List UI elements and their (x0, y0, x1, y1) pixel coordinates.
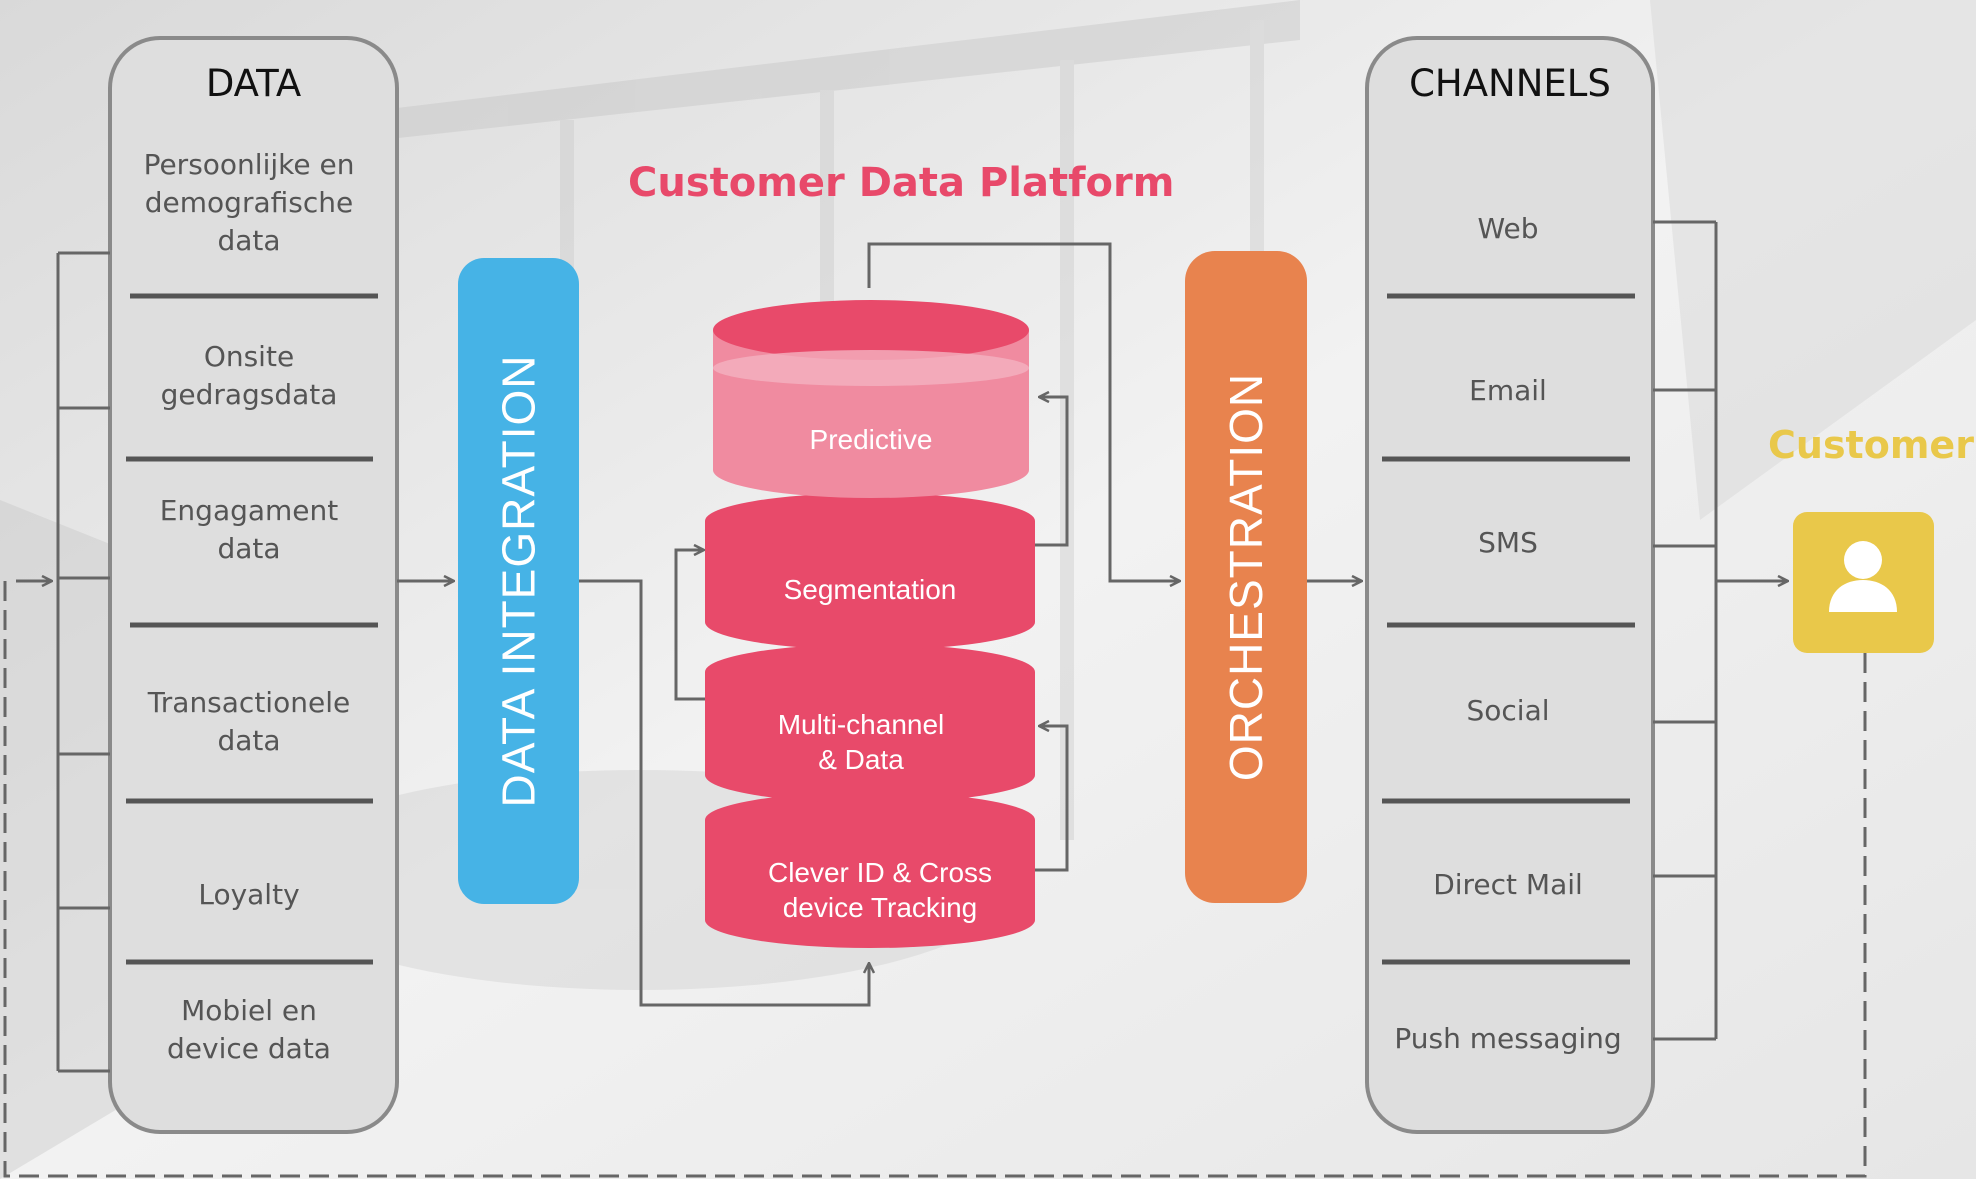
channel-sms: SMS (1478, 526, 1538, 559)
cdp-title: Customer Data Platform (628, 160, 1175, 206)
data-integration-pill: DATA INTEGRATION (458, 258, 579, 904)
data-item-transactional: Transactionele data (147, 686, 351, 757)
cdp-layer-predictive: Predictive (809, 424, 933, 455)
orchestration-label: ORCHESTRATION (1220, 372, 1272, 782)
orchestration-pill: ORCHESTRATION (1185, 251, 1307, 903)
channel-push-messaging: Push messaging (1394, 1022, 1622, 1055)
channel-direct-mail: Direct Mail (1433, 868, 1583, 901)
feedback-loop (3, 581, 1867, 1178)
channels-bracket (1653, 220, 1718, 1041)
channels-panel-dividers (1382, 293, 1635, 965)
data-item-mobile: Mobiel en device data (167, 994, 331, 1065)
data-heading: DATA (205, 62, 302, 105)
data-item-engagement: Engagament data (159, 494, 339, 565)
data-bracket (56, 251, 110, 1073)
data-item-onsite: Onsite gedragsdata (160, 340, 338, 411)
data-integration-label: DATA INTEGRATION (492, 354, 545, 808)
loop-multichannel-to-segmentation (674, 550, 705, 701)
arrow-integration-to-cdp (579, 579, 869, 1007)
customer-label: Customer (1768, 423, 1974, 467)
integration-pill-bg (458, 258, 579, 904)
channel-web: Web (1477, 212, 1539, 245)
arrow-cdp-to-orchestration (867, 242, 1180, 581)
cdp-layer-clever-id: Clever ID & Cross device Tracking (767, 857, 993, 923)
data-item-personal: Persoonlijke en demografische data (143, 148, 355, 257)
cdp-cylinder (705, 300, 1035, 948)
channels-heading: CHANNELS (1409, 62, 1611, 105)
cdp-layer-segmentation: Segmentation (783, 574, 957, 605)
data-panel (108, 36, 399, 1134)
person-icon (1829, 541, 1897, 612)
data-item-loyalty: Loyalty (198, 878, 300, 911)
loop-segmentation-to-predictive (1035, 397, 1069, 547)
cdp-layer-multichannel: Multi-channel & Data (777, 709, 945, 775)
channel-email: Email (1469, 374, 1547, 407)
data-panel-dividers (126, 293, 378, 965)
channels-panel (1365, 36, 1655, 1134)
channel-social: Social (1466, 694, 1550, 727)
loop-clever-to-multichannel (1035, 726, 1069, 872)
orchestration-pill-bg (1185, 251, 1307, 903)
